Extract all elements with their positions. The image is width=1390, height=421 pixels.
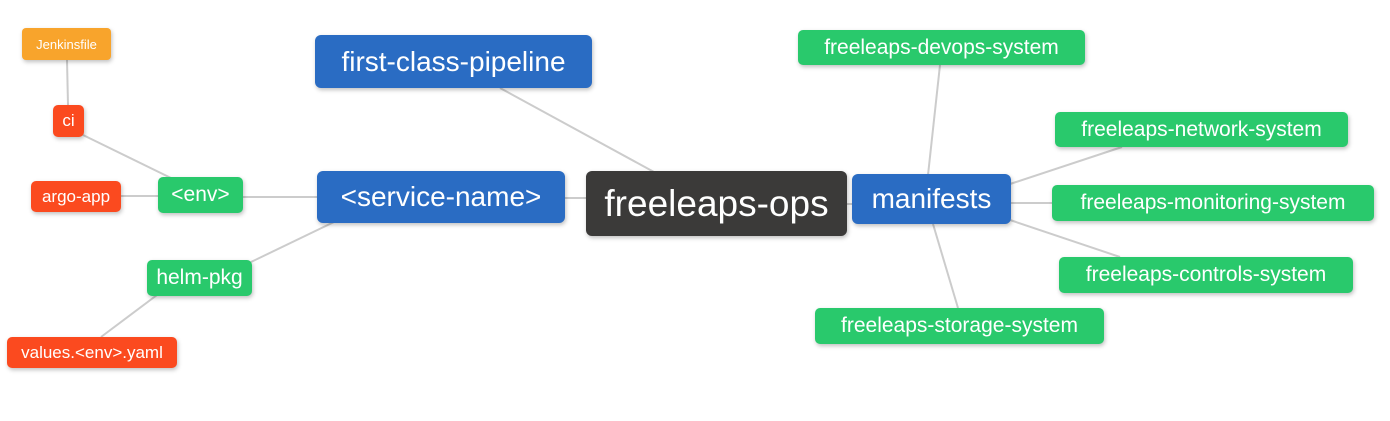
node-monitoring-system[interactable]: freeleaps-monitoring-system [1052, 185, 1374, 221]
edge-ci-env [82, 134, 174, 180]
node-ci-label: ci [62, 111, 75, 130]
node-controls-system[interactable]: freeleaps-controls-system [1059, 257, 1353, 293]
edge-jenkinsfile-ci [66, 59, 69, 106]
node-manifests[interactable]: manifests [852, 174, 1011, 224]
node-network-system[interactable]: freeleaps-network-system [1055, 112, 1348, 147]
node-jenkinsfile[interactable]: Jenkinsfile [22, 28, 111, 60]
edge-manifests-network [1009, 146, 1123, 185]
node-values-env-yaml[interactable]: values.<env>.yaml [7, 337, 177, 368]
node-network-system-label: freeleaps-network-system [1081, 117, 1322, 141]
node-root-freeleaps-ops[interactable]: freeleaps-ops [586, 171, 847, 236]
edge-pipeline-root [499, 87, 655, 173]
edge-helm-service [250, 221, 335, 263]
node-helm-pkg-label: helm-pkg [156, 266, 243, 289]
node-devops-system[interactable]: freeleaps-devops-system [798, 30, 1085, 65]
node-argo-app[interactable]: argo-app [31, 181, 121, 212]
node-service-name[interactable]: <service-name> [317, 171, 565, 223]
node-first-class-pipeline[interactable]: first-class-pipeline [315, 35, 592, 88]
node-argo-app-label: argo-app [41, 186, 111, 206]
node-controls-system-label: freeleaps-controls-system [1085, 263, 1327, 286]
edge-manifests-devops [927, 64, 941, 176]
node-ci[interactable]: ci [53, 105, 84, 137]
node-storage-system-label: freeleaps-storage-system [841, 314, 1078, 337]
edge-values-helm [100, 294, 158, 338]
node-monitoring-system-label: freeleaps-monitoring-system [1080, 191, 1346, 214]
node-first-class-pipeline-label: first-class-pipeline [341, 45, 566, 77]
node-manifests-label: manifests [871, 183, 992, 214]
node-service-name-label: <service-name> [340, 181, 542, 212]
node-devops-system-label: freeleaps-devops-system [824, 35, 1059, 59]
node-helm-pkg[interactable]: helm-pkg [147, 260, 252, 296]
node-env[interactable]: <env> [158, 177, 243, 213]
edge-manifests-storage [932, 223, 959, 309]
node-root-freeleaps-ops-label: freeleaps-ops [604, 182, 829, 224]
node-env-label: <env> [171, 183, 230, 206]
edge-manifests-controls [1009, 219, 1121, 258]
node-values-env-yaml-label: values.<env>.yaml [21, 342, 163, 362]
node-jenkinsfile-label: Jenkinsfile [36, 36, 97, 52]
node-storage-system[interactable]: freeleaps-storage-system [815, 308, 1104, 344]
